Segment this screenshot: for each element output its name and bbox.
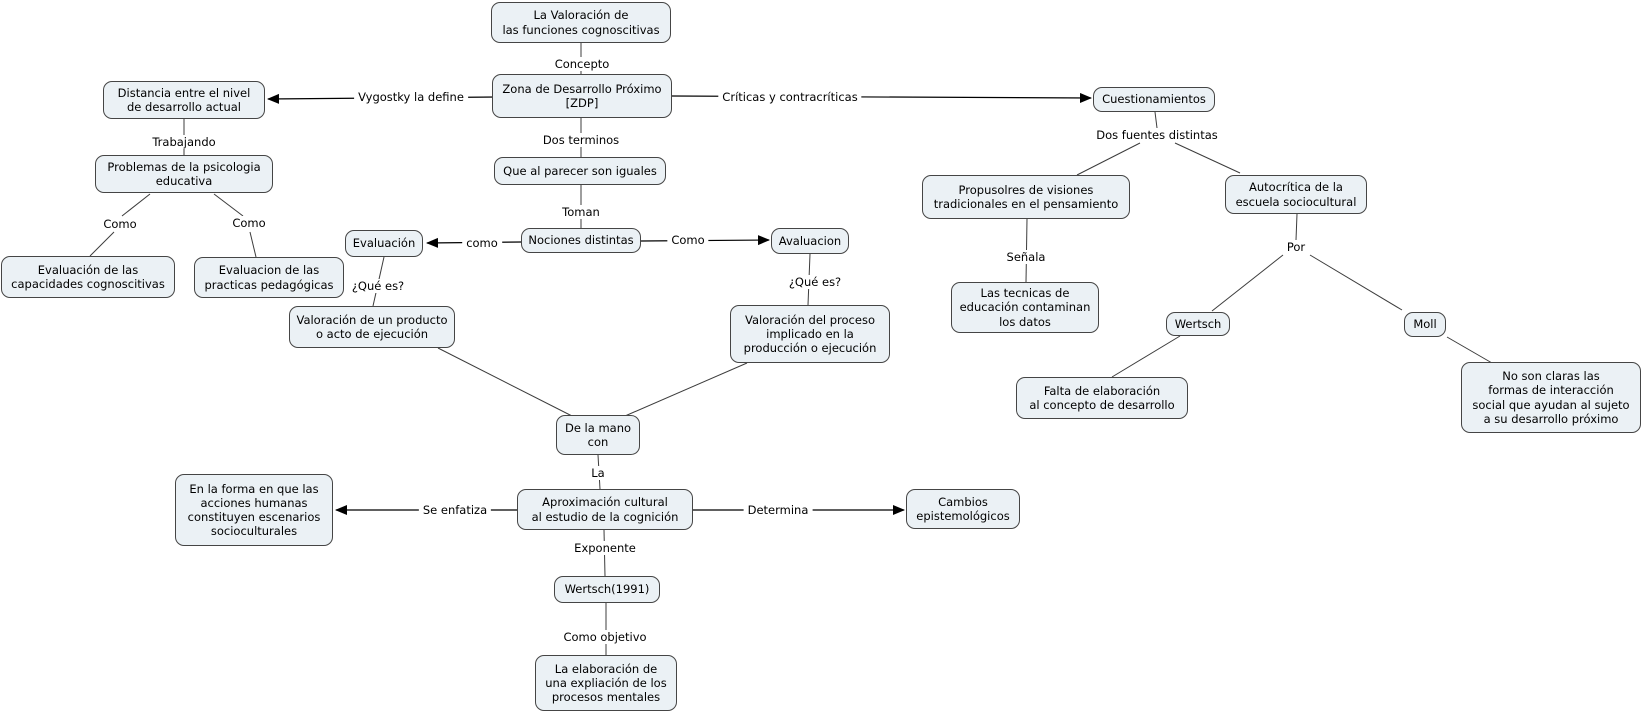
link-label-criticas[interactable]: Críticas y contracríticas bbox=[718, 90, 862, 104]
link-label-que-es-izq[interactable]: ¿Qué es? bbox=[347, 279, 409, 293]
node-elaboracion[interactable]: La elaboración de una expliación de los … bbox=[535, 655, 677, 711]
node-en-la-forma[interactable]: En la forma en que las acciones humanas … bbox=[175, 474, 333, 546]
node-falta[interactable]: Falta de elaboración al concepto de desa… bbox=[1016, 377, 1188, 419]
node-zdp[interactable]: Zona de Desarrollo Próximo [ZDP] bbox=[492, 74, 672, 118]
link-label-vygostky[interactable]: Vygostky la define bbox=[354, 90, 468, 104]
node-tecnicas[interactable]: Las tecnicas de educación contaminan los… bbox=[951, 282, 1099, 333]
link-label-trabajando[interactable]: Trabajando bbox=[148, 135, 220, 149]
link-label-que-es-der[interactable]: ¿Qué es? bbox=[784, 275, 846, 289]
node-moll[interactable]: Moll bbox=[1404, 312, 1446, 337]
node-la-valoracion[interactable]: La Valoración de las funciones cognoscit… bbox=[491, 2, 671, 43]
node-problemas[interactable]: Problemas de la psicologia educativa bbox=[95, 155, 273, 193]
node-aproximacion[interactable]: Aproximación cultural al estudio de la c… bbox=[517, 489, 693, 530]
node-avaluacion[interactable]: Avaluacion bbox=[771, 228, 849, 254]
node-propusolres[interactable]: Propusolres de visiones tradicionales en… bbox=[922, 175, 1130, 219]
node-cuestionamientos[interactable]: Cuestionamientos bbox=[1093, 87, 1215, 112]
node-nociones-distintas[interactable]: Nociones distintas bbox=[521, 228, 641, 253]
link-label-como-der[interactable]: Como bbox=[228, 216, 270, 230]
node-eval-practicas[interactable]: Evaluacion de las practicas pedagógicas bbox=[194, 257, 344, 298]
link-label-determina[interactable]: Determina bbox=[743, 503, 813, 517]
node-evaluacion[interactable]: Evaluación bbox=[345, 230, 423, 257]
node-que-al-parecer[interactable]: Que al parecer son iguales bbox=[494, 157, 666, 185]
link-label-concepto[interactable]: Concepto bbox=[550, 57, 614, 71]
node-no-son-claras[interactable]: No son claras las formas de interacción … bbox=[1461, 362, 1641, 433]
node-wertsch[interactable]: Wertsch bbox=[1166, 312, 1230, 336]
link-label-la[interactable]: La bbox=[587, 466, 609, 480]
link-label-por[interactable]: Por bbox=[1282, 240, 1310, 254]
link-label-como-aval[interactable]: Como bbox=[667, 233, 709, 247]
node-valoracion-producto[interactable]: Valoración de un producto o acto de ejec… bbox=[289, 306, 455, 348]
link-label-dos-fuentes[interactable]: Dos fuentes distintas bbox=[1092, 128, 1222, 142]
link-label-como-objetivo[interactable]: Como objetivo bbox=[559, 630, 651, 644]
node-wertsch-1991[interactable]: Wertsch(1991) bbox=[554, 576, 660, 603]
link-label-exponente[interactable]: Exponente bbox=[570, 541, 640, 555]
node-autocritica[interactable]: Autocrítica de la escuela sociocultural bbox=[1225, 175, 1367, 214]
node-cambios[interactable]: Cambios epistemológicos bbox=[906, 489, 1020, 529]
link-label-toman[interactable]: Toman bbox=[558, 205, 604, 219]
node-distancia[interactable]: Distancia entre el nivel de desarrollo a… bbox=[103, 81, 265, 119]
link-label-dos-terminos[interactable]: Dos terminos bbox=[538, 133, 624, 147]
node-valoracion-proceso[interactable]: Valoración del proceso implicado en la p… bbox=[730, 305, 890, 363]
node-eval-capacidades[interactable]: Evaluación de las capacidades cognosciti… bbox=[1, 256, 175, 298]
link-label-senala[interactable]: Señala bbox=[1002, 250, 1050, 264]
link-label-como-eval[interactable]: como bbox=[462, 236, 502, 250]
link-label-como-izq[interactable]: Como bbox=[99, 217, 141, 231]
link-label-se-enfatiza[interactable]: Se enfatiza bbox=[418, 503, 492, 517]
node-de-la-mano[interactable]: De la mano con bbox=[556, 415, 640, 455]
